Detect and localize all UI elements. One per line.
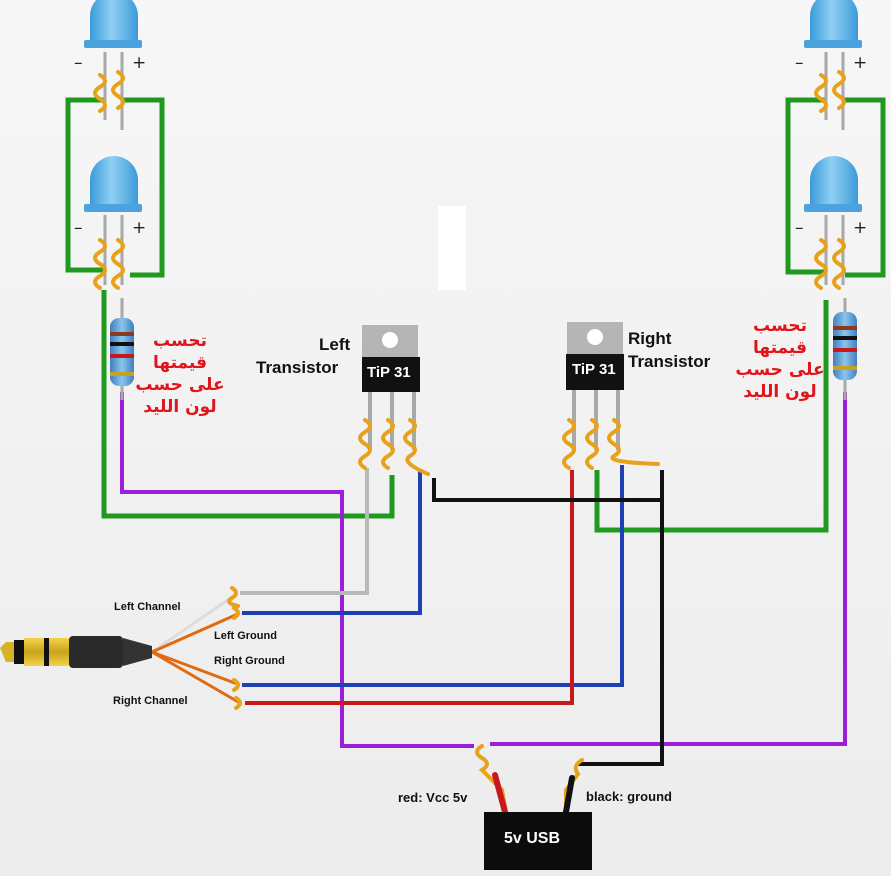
arabic-line-4: لون الليد xyxy=(743,382,817,402)
left-transistor-label-2: Transistor xyxy=(256,358,339,377)
resistor-right xyxy=(833,298,857,400)
arabic-line-2: قيمتها xyxy=(752,338,807,358)
copper-joins-audio xyxy=(227,586,242,710)
gray-wire xyxy=(240,468,369,595)
copper-twists-leds xyxy=(93,70,846,290)
arabic-line-2: قيمتها xyxy=(152,353,207,373)
usb-box xyxy=(484,812,592,870)
minus-sign-led-1: – xyxy=(74,53,83,73)
plus-sign-led-3: + xyxy=(853,53,868,73)
plus-sign-led-2: + xyxy=(132,218,147,238)
plus-sign-led-1: + xyxy=(132,53,147,73)
minus-sign-led-3: – xyxy=(795,53,804,73)
arabic-line-3: على حسب xyxy=(135,375,225,395)
chip-label-left: TiP 31 xyxy=(367,364,411,381)
resistor-left xyxy=(110,298,134,400)
left-channel-label: Left Channel xyxy=(114,601,181,613)
led-right-top xyxy=(804,0,862,130)
minus-sign-led-2: – xyxy=(74,218,83,238)
right-transistor-label-1: Right xyxy=(628,329,672,348)
right-ground-label: Right Ground xyxy=(214,655,285,667)
arabic-line-3: على حسب xyxy=(735,360,825,380)
red-wire-right-channel xyxy=(245,470,574,705)
blue-wires xyxy=(242,465,624,687)
arabic-line-4: لون الليد xyxy=(143,397,217,417)
audio-jack-plug xyxy=(0,636,152,668)
cable-fanout xyxy=(151,591,241,705)
right-channel-label: Right Channel xyxy=(113,695,188,707)
usb-leads xyxy=(475,744,584,815)
usb-label: 5v USB xyxy=(504,830,561,847)
black-wires xyxy=(432,470,664,766)
left-ground-label: Left Ground xyxy=(214,630,277,642)
right-transistor-label-2: Transistor xyxy=(628,352,711,371)
arabic-line-1: تحسب xyxy=(753,316,807,336)
transistor-right xyxy=(562,322,660,470)
transistor-left xyxy=(358,325,430,476)
arabic-note-left: تحسب قيمتها على حسب لون الليد xyxy=(130,330,230,418)
blank-patch xyxy=(438,206,466,290)
red-vcc-label: red: Vcc 5v xyxy=(398,790,468,805)
arabic-line-1: تحسب xyxy=(153,331,207,351)
plus-sign-led-4: + xyxy=(853,218,868,238)
minus-sign-led-4: – xyxy=(795,218,804,238)
arabic-note-right: تحسب قيمتها على حسب لون الليد xyxy=(730,315,830,403)
purple-wires xyxy=(120,392,847,748)
chip-label-right: TiP 31 xyxy=(572,361,616,378)
black-ground-label: black: ground xyxy=(586,789,672,804)
left-transistor-label-1: Left xyxy=(319,335,351,354)
